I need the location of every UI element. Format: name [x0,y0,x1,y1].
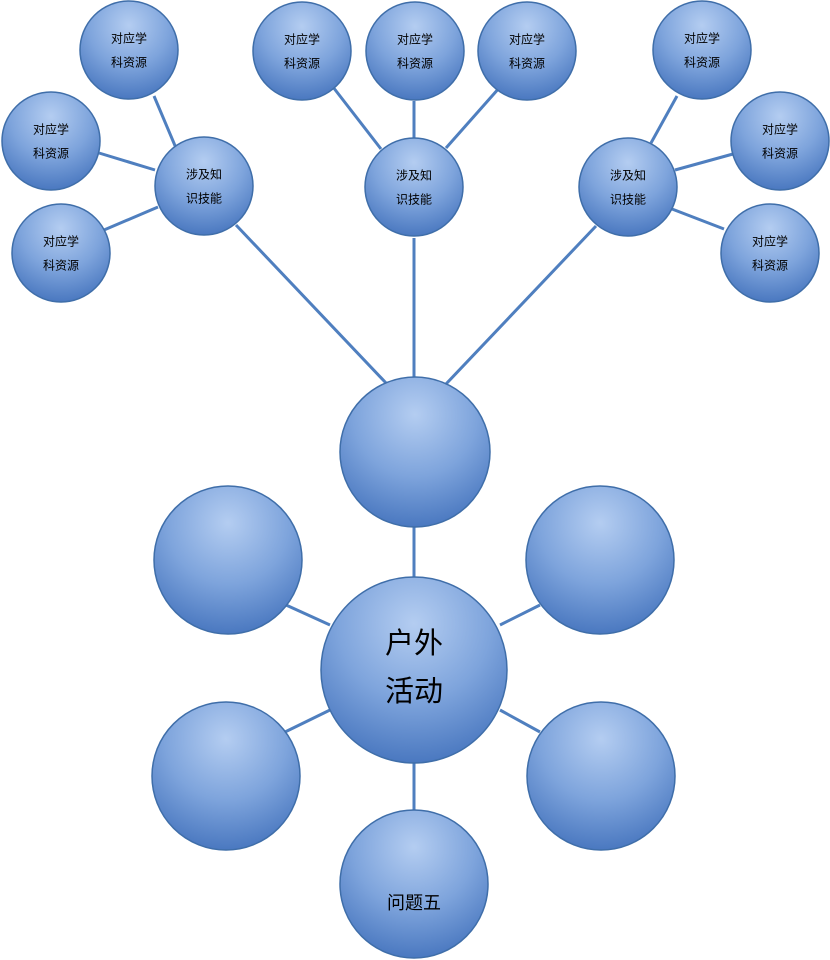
resource-bubbles: 对应学 科资源 对应学 科资源 对应学 科资源 对应学 科资源 对应学 科资源 … [1,0,830,303]
skill-label-line2: 识技能 [396,193,432,207]
connector-problem3-skill1 [234,223,388,385]
connector-skill1-res1 [152,95,178,149]
center-label-line2: 活动 [385,674,443,708]
resource-node: 对应学 科资源 [11,203,111,303]
resource-node: 对应学 科资源 [730,91,830,191]
resource-label-line2: 科资源 [111,56,147,70]
resource-label-line1: 对应学 [509,32,545,47]
resource-label-line1: 对应学 [43,234,79,249]
skill-label-line2: 识技能 [186,192,222,206]
connector-problem3-skill3 [444,224,598,386]
connector-skill3-res8 [674,152,734,172]
connector-skill2-res4 [331,86,383,150]
resource-label-line1: 对应学 [752,234,788,249]
connector-skill1-res2 [98,151,156,172]
resource-node: 对应学 科资源 [477,1,577,101]
resource-label-line1: 对应学 [33,122,69,137]
resource-label-line2: 科资源 [684,56,720,70]
skill-node: 涉及知 识技能 [578,137,678,237]
problem-node [525,485,675,635]
center-label-line1: 户外 [385,626,443,660]
resource-label-line2: 科资源 [33,147,69,161]
resource-node: 对应学 科资源 [365,1,465,101]
problem-node [153,485,303,635]
center-node: 户外 活动 [320,576,508,764]
connector-center-problem4 [284,708,331,734]
problem-node [526,701,676,851]
resource-label-line2: 科资源 [43,259,79,273]
resource-label-line2: 科资源 [509,57,545,71]
resource-node: 对应学 科资源 [652,0,752,100]
resource-label-line1: 对应学 [684,31,720,46]
resource-label-line1: 对应学 [397,32,433,47]
resource-label-line2: 科资源 [762,147,798,161]
connectors [98,86,734,812]
resource-label-line2: 科资源 [397,57,433,71]
resource-label-line1: 对应学 [284,32,320,47]
problem-label: 问题五 [387,893,441,914]
connector-skill1-res3 [103,205,159,232]
connector-skill3-res9 [671,207,725,231]
connector-center-problem2 [499,603,541,627]
connector-center-problem6 [499,708,541,734]
skill-bubbles: 涉及知 识技能 涉及知 识技能 涉及知 识技能 [154,136,678,237]
resource-label-line1: 对应学 [762,122,798,137]
problem-node [151,701,301,851]
problem-node: 问题五 [339,809,489,959]
skill-label-line1: 涉及知 [186,168,222,182]
resource-label-line2: 科资源 [752,259,788,273]
resource-node: 对应学 科资源 [720,203,820,303]
skill-label-line2: 识技能 [610,193,646,207]
resource-node: 对应学 科资源 [252,1,352,101]
skill-node: 涉及知 识技能 [154,136,254,236]
connector-skill2-res6 [444,86,502,149]
skill-label-line1: 涉及知 [396,169,432,183]
skill-node: 涉及知 识技能 [364,137,464,237]
resource-node: 对应学 科资源 [79,0,179,100]
resource-label-line2: 科资源 [284,57,320,71]
problem-bubbles: 问题五 [151,376,676,959]
connector-skill3-res7 [649,95,679,144]
skill-label-line1: 涉及知 [610,169,646,183]
resource-label-line1: 对应学 [111,31,147,46]
resource-node: 对应学 科资源 [1,91,101,191]
problem-node [339,376,491,528]
connector-center-problem1 [285,603,331,627]
